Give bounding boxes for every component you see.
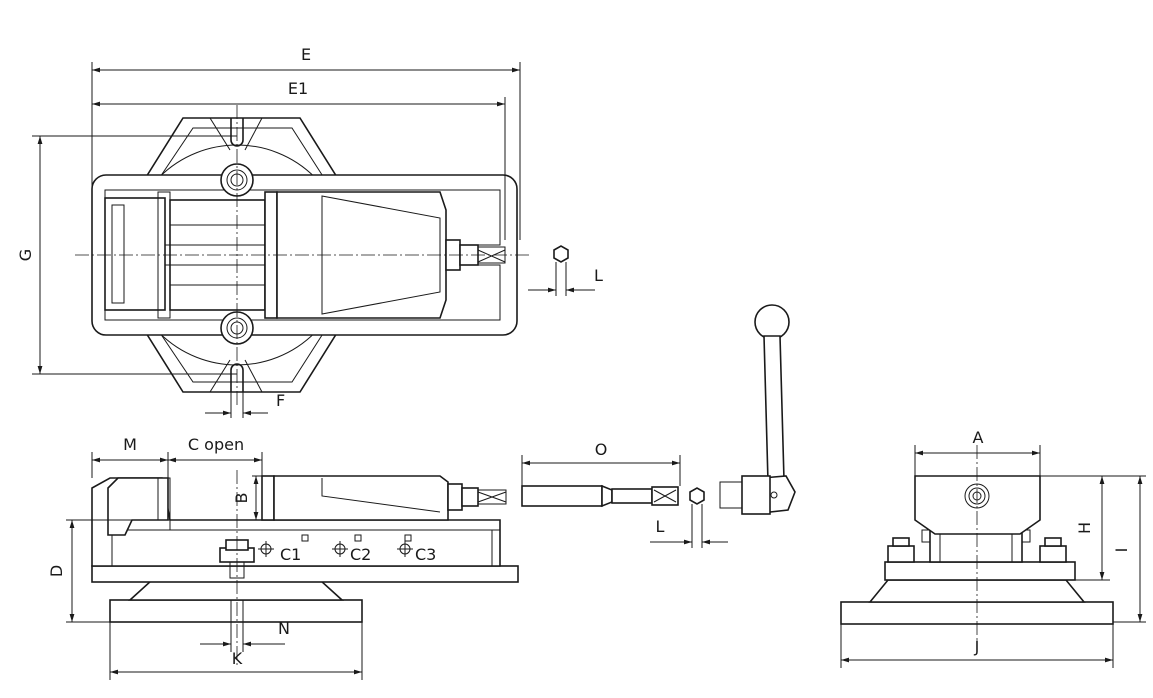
spindle-extension bbox=[521, 455, 728, 548]
crank-handle bbox=[719, 304, 796, 515]
dim-label-A: A bbox=[973, 428, 984, 447]
dim-label-J: J bbox=[974, 637, 980, 656]
dim-label-L-handle: L bbox=[656, 517, 665, 536]
dim-label-C2: C2 bbox=[350, 545, 371, 564]
dim-label-B: B bbox=[232, 493, 251, 504]
dim-label-K: K bbox=[232, 649, 243, 668]
dim-label-D: D bbox=[47, 565, 66, 577]
dim-label-G: G bbox=[16, 249, 35, 261]
dim-label-I: I bbox=[1112, 548, 1131, 553]
dim-label-N: N bbox=[278, 619, 290, 638]
dim-label-L-top: L bbox=[594, 266, 603, 285]
top-view bbox=[32, 62, 595, 418]
dim-label-O: O bbox=[595, 440, 608, 459]
dim-label-C3: C3 bbox=[415, 545, 436, 564]
dim-label-C1: C1 bbox=[280, 545, 301, 564]
dim-label-M: M bbox=[123, 435, 137, 454]
dim-label-H: H bbox=[1075, 522, 1094, 534]
front-view bbox=[840, 445, 1146, 668]
dim-label-E1: E1 bbox=[288, 79, 308, 98]
side-view bbox=[66, 452, 519, 680]
dim-label-C-open: C open bbox=[188, 435, 244, 454]
dim-label-E: E bbox=[301, 45, 311, 64]
dim-label-F: F bbox=[276, 391, 285, 410]
